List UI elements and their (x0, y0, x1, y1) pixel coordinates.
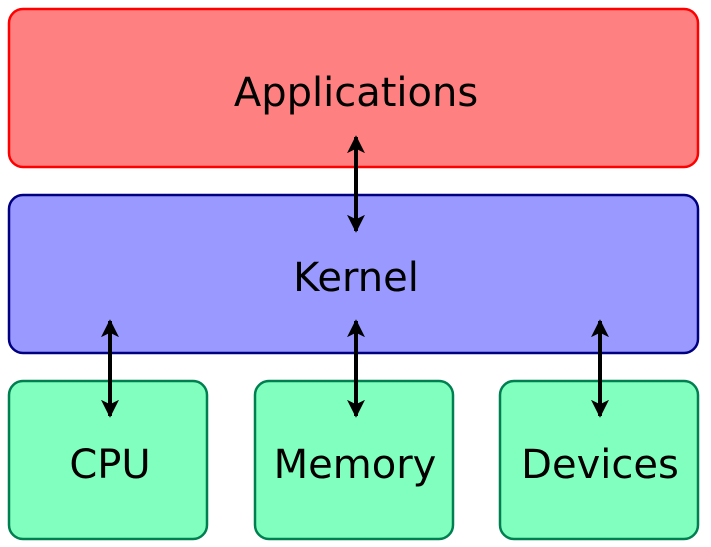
kernel-label: Kernel (293, 255, 419, 301)
memory-label: Memory (274, 442, 437, 488)
applications-layer: Applications (7, 7, 700, 169)
cpu-label: CPU (69, 442, 150, 488)
hardware-layer: CPU Memory Devices (7, 379, 700, 541)
connection-arrows (101, 135, 609, 418)
applications-label: Applications (234, 70, 478, 116)
devices-label: Devices (521, 442, 679, 488)
kernel-layer: Kernel (7, 193, 700, 355)
